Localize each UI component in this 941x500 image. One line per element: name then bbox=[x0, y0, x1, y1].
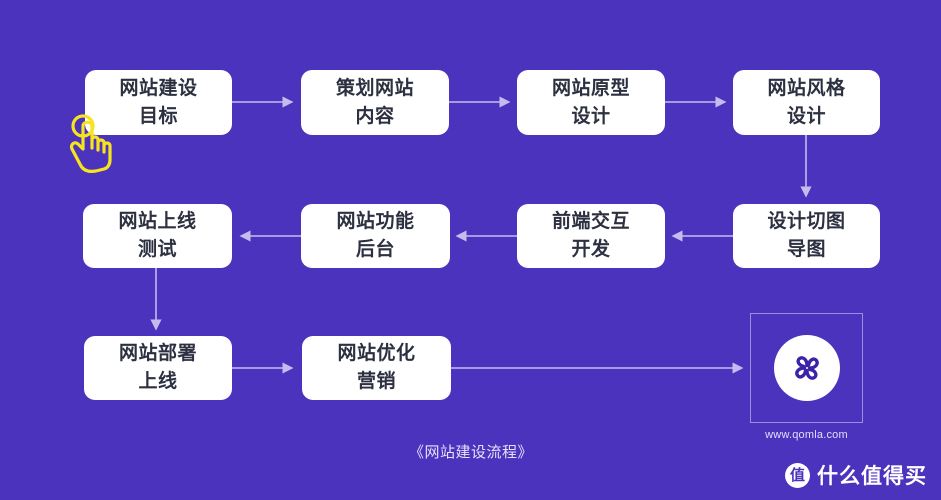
flow-node-n7[interactable]: 网站功能 后台 bbox=[301, 204, 450, 268]
flow-node-label: 网站原型 设计 bbox=[551, 77, 630, 127]
flow-node-n4[interactable]: 网站风格 设计 bbox=[733, 70, 880, 135]
flow-node-n3[interactable]: 网站原型 设计 bbox=[517, 70, 665, 135]
logo-terminal-box bbox=[750, 313, 863, 423]
flow-node-n2[interactable]: 策划网站 内容 bbox=[301, 70, 449, 135]
flow-node-label: 网站功能 后台 bbox=[336, 211, 415, 260]
flow-node-label: 网站建设 目标 bbox=[119, 77, 198, 127]
flow-node-label: 策划网站 内容 bbox=[335, 77, 414, 127]
logo-circle bbox=[773, 335, 840, 401]
flow-node-n1[interactable]: 网站建设 目标 bbox=[85, 70, 232, 135]
qomla-clover-icon bbox=[794, 356, 819, 380]
watermark-badge: 值 bbox=[785, 462, 810, 488]
flow-node-n5[interactable]: 设计切图 导图 bbox=[733, 204, 880, 268]
watermark: 值 什么值得买 bbox=[785, 460, 927, 490]
flow-node-n8[interactable]: 网站上线 测试 bbox=[83, 204, 232, 268]
flow-node-n10[interactable]: 网站优化 营销 bbox=[302, 336, 451, 400]
flow-node-label: 网站上线 测试 bbox=[118, 211, 197, 260]
flow-node-n9[interactable]: 网站部署 上线 bbox=[84, 336, 232, 400]
flow-node-n6[interactable]: 前端交互 开发 bbox=[517, 204, 665, 268]
flow-node-label: 网站优化 营销 bbox=[337, 343, 416, 392]
logo-url-label: www.qomla.com bbox=[765, 429, 848, 441]
flow-node-label: 设计切图 导图 bbox=[767, 211, 846, 260]
flow-node-label: 前端交互 开发 bbox=[551, 211, 630, 260]
watermark-text: 什么值得买 bbox=[817, 465, 927, 488]
diagram-caption: 《网站建设流程》 bbox=[408, 444, 533, 461]
flow-node-label: 网站风格 设计 bbox=[767, 77, 846, 127]
flow-node-label: 网站部署 上线 bbox=[118, 343, 197, 392]
tap-hand-cursor-icon bbox=[69, 114, 112, 173]
